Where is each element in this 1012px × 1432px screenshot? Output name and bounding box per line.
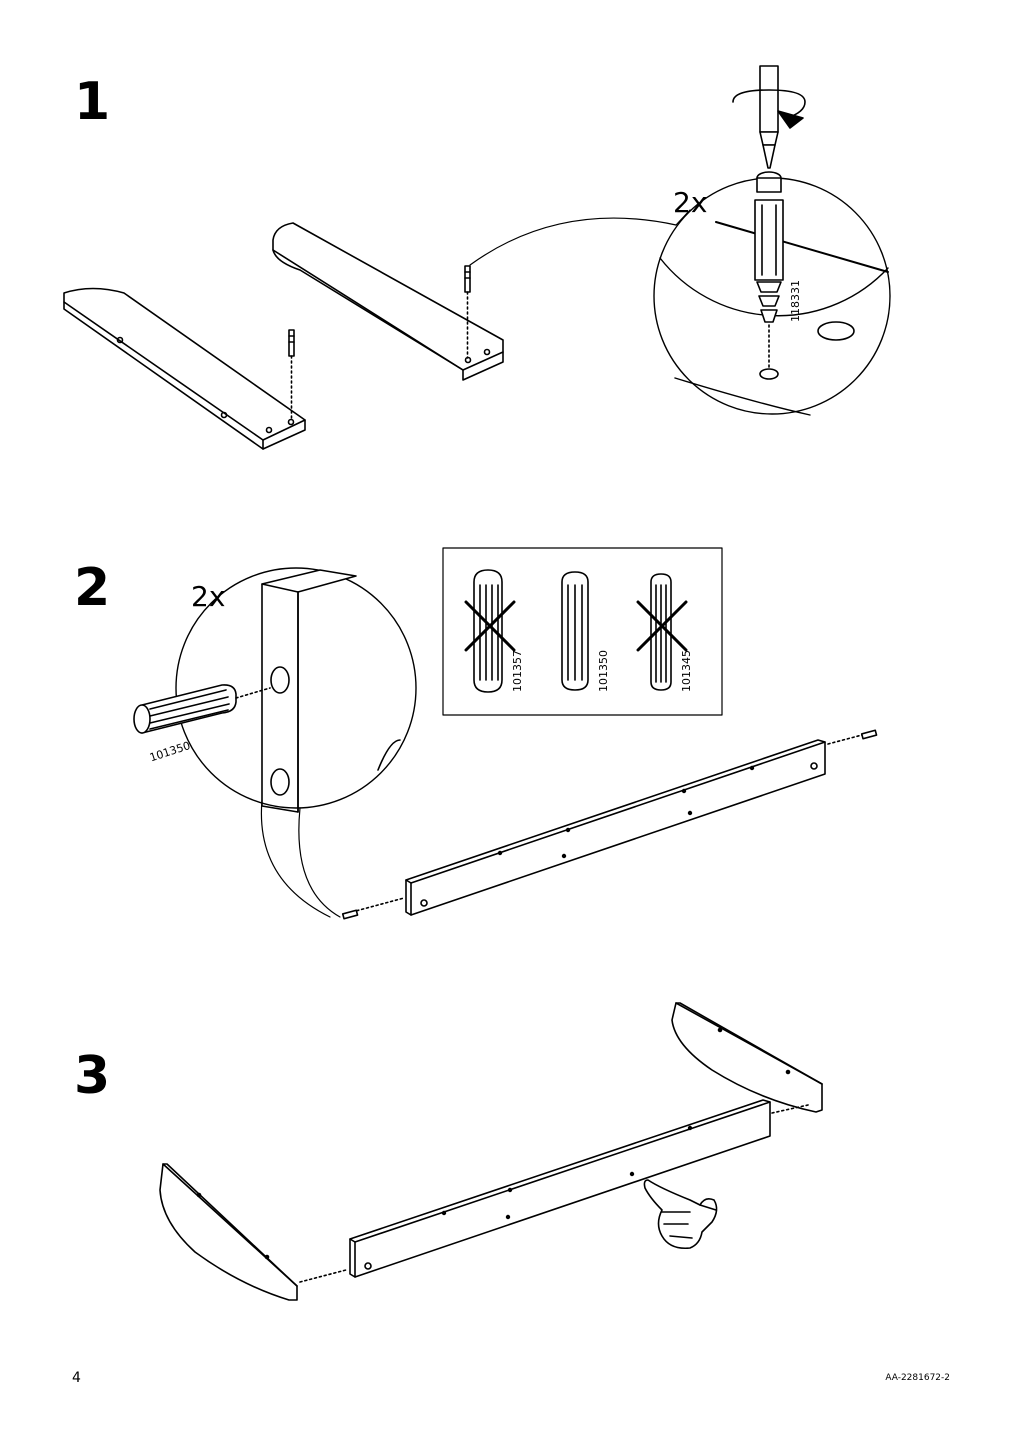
side-board-right-step3	[671, 1002, 823, 1113]
step-1-number: 1	[74, 72, 111, 132]
step-2-drawing	[133, 547, 878, 920]
step-2-quantity: 2x	[191, 580, 226, 613]
step-1-drawing	[63, 65, 891, 450]
screw-left	[288, 329, 295, 421]
document-code: AA-2281672-2	[885, 1373, 950, 1383]
step-1-quantity: 2x	[673, 186, 708, 219]
screw-right	[464, 265, 471, 359]
side-board-right	[272, 222, 504, 381]
side-board-left-step3	[159, 1163, 298, 1301]
pushing-hand	[643, 1179, 718, 1250]
screwdriver	[732, 65, 806, 169]
step-3-drawing	[159, 1002, 823, 1301]
step-3-number: 3	[74, 1046, 111, 1106]
dowel-option-code-3: 101345	[680, 650, 693, 692]
dowel-option-101345	[636, 573, 688, 691]
dowel-option-code-2: 101350	[597, 650, 610, 692]
side-board-left	[63, 287, 306, 450]
connector-screw	[754, 171, 784, 323]
page-number: 4	[72, 1370, 81, 1386]
dowel-101350	[133, 684, 271, 734]
long-rail	[341, 729, 878, 920]
long-rail-step3	[299, 1099, 809, 1283]
step-2-number: 2	[74, 558, 111, 618]
step-1-part-code: 118331	[789, 280, 802, 322]
dowel-option-101350	[561, 571, 589, 691]
dowel-option-code-1: 101357	[511, 650, 524, 692]
dowel-option-101357	[464, 569, 516, 693]
